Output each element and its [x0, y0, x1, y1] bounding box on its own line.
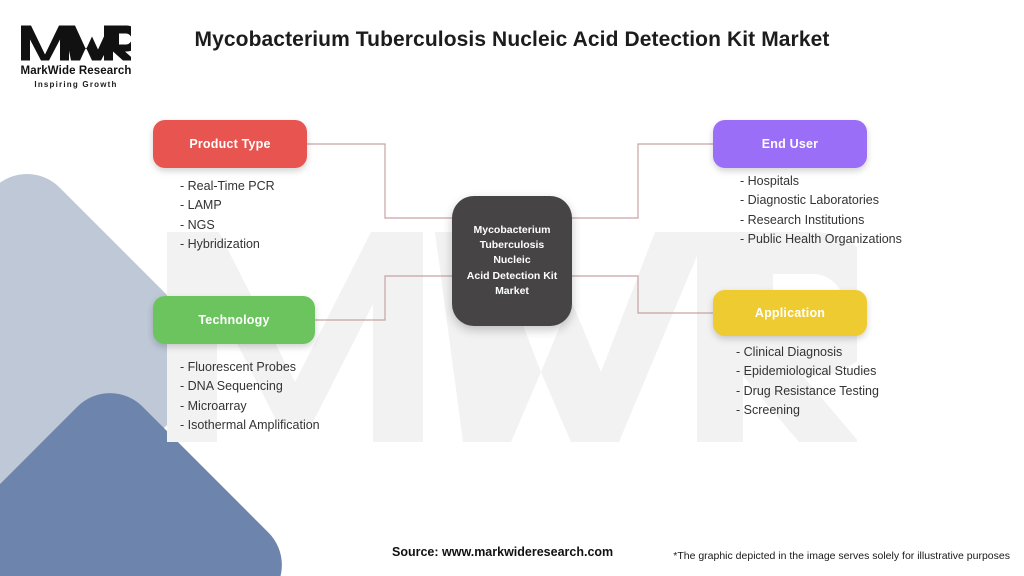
node-technology-label: Technology	[198, 313, 270, 327]
node-end-user[interactable]: End User	[713, 120, 867, 168]
list-item: - Public Health Organizations	[740, 232, 902, 247]
list-item: - NGS	[180, 217, 215, 232]
node-application-label: Application	[754, 306, 826, 320]
logo-company-name: MarkWide Research	[20, 65, 132, 77]
node-technology[interactable]: Technology	[153, 296, 315, 344]
list-item: - Isothermal Amplification	[180, 418, 320, 433]
hub-line: Mycobacterium	[473, 223, 551, 236]
list-item: - Fluorescent Probes	[180, 360, 297, 374]
list-item: - Hospitals	[740, 174, 800, 188]
node-product-type-label: Product Type	[189, 137, 271, 151]
list-item: - Clinical Diagnosis	[736, 345, 843, 359]
list-item: - Hybridization	[180, 237, 260, 252]
list-application: - Clinical Diagnosis - Epidemiological S…	[736, 343, 879, 421]
list-item: - Microarray	[180, 398, 247, 413]
disclaimer-text: *The graphic depicted in the image serve…	[673, 550, 1010, 562]
list-item: - Screening	[736, 403, 800, 418]
hub-line: Tuberculosis Nucleic	[479, 239, 545, 267]
list-end-user: - Hospitals - Diagnostic Laboratories - …	[740, 172, 902, 250]
hub-line: Market	[495, 284, 529, 297]
list-item: - Diagnostic Laboratories	[740, 193, 879, 208]
node-product-type[interactable]: Product Type	[153, 120, 307, 168]
list-item: - Drug Resistance Testing	[736, 383, 879, 398]
brand-logo: MarkWide Research Inspiring Growth	[14, 22, 138, 89]
logo-tagline: Inspiring Growth	[34, 80, 118, 90]
source-text: Source: www.markwideresearch.com	[392, 545, 614, 559]
central-hub-label: Mycobacterium Tuberculosis Nucleic Acid …	[460, 223, 564, 299]
list-item: - LAMP	[180, 198, 222, 213]
node-end-user-label: End User	[761, 137, 819, 151]
list-product-type: - Real-Time PCR - LAMP - NGS - Hybridiza…	[180, 177, 275, 255]
list-item: - Epidemiological Studies	[736, 364, 877, 379]
central-hub-node[interactable]: Mycobacterium Tuberculosis Nucleic Acid …	[452, 196, 572, 326]
list-item: - Research Institutions	[740, 212, 865, 227]
list-technology: - Fluorescent Probes - DNA Sequencing - …	[180, 358, 320, 436]
node-application[interactable]: Application	[713, 290, 867, 336]
list-item: - DNA Sequencing	[180, 379, 283, 394]
list-item: - Real-Time PCR	[180, 179, 275, 193]
page-title: Mycobacterium Tuberculosis Nucleic Acid …	[194, 28, 830, 51]
hub-line: Acid Detection Kit	[466, 269, 558, 282]
mwr-logo-icon	[21, 25, 131, 61]
